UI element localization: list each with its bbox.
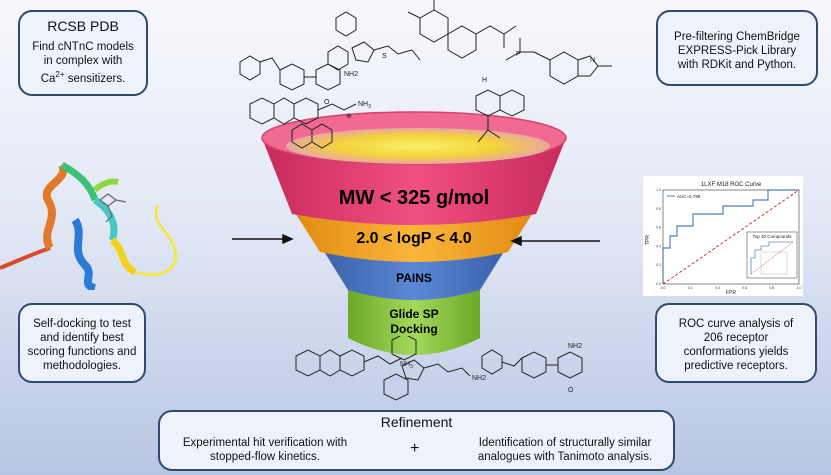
roc-analysis-box: ROC curve analysis of 206 receptor confo… [655, 303, 817, 383]
self-docking-box: Self-docking to test and identify best s… [18, 303, 146, 383]
refinement-left-text: Experimental hit verification with stopp… [182, 437, 348, 463]
funnel-label-glide-1: Glide SP [389, 307, 438, 321]
o-label-bottom: O [568, 387, 574, 394]
charge-label: ⊕ [346, 113, 352, 120]
funnel-label-mw: MW < 325 g/mol [339, 187, 490, 209]
roc-y-tick: 0.8 [656, 207, 661, 211]
roc-plot-area [662, 189, 800, 285]
roc-x-ticks: 0.0 0.2 0.4 0.6 0.8 1.0 [661, 286, 802, 290]
selfdock-line3: scoring functions and [27, 346, 137, 358]
rcsb-line3: Ca2+ sensitizers. [40, 70, 126, 85]
refinement-right-text: Identification of structurally similar a… [477, 437, 653, 463]
roc-curve [662, 189, 799, 284]
nh3-label: NH3 [358, 101, 371, 110]
roc-inset-title: Top 40 Compounds [752, 234, 792, 239]
funnel-label-pains: PAINS [396, 271, 432, 285]
svg-text:AUC=0.799: AUC=0.799 [677, 194, 701, 199]
rcsb-title: RCSB PDB [47, 18, 119, 34]
h-label: H [482, 77, 487, 84]
molecules-bottom: NH3 NH2 NH2 O [295, 336, 583, 401]
funnel-label-logp: 2.0 < logP < 4.0 [356, 230, 471, 247]
roc-y-tick: 0.0 [656, 282, 661, 286]
nh2-label-bottom: NH2 [472, 375, 486, 382]
protein-structure-image [0, 161, 178, 290]
selfdock-line4: methodologies. [43, 360, 121, 372]
roc-x-tick: 0.8 [769, 286, 774, 290]
n-label: N [590, 57, 595, 64]
rcsb-line2: in complex with [43, 55, 123, 67]
nh2-label: NH2 [344, 71, 358, 78]
molecules-top: NH3 ⊕ NH2 O P S N H [239, 0, 612, 149]
funnel-label-glide-2: Docking [390, 322, 437, 336]
roc-y-tick: 1.0 [656, 188, 661, 192]
roc-x-tick: 0.0 [661, 286, 666, 290]
roc-y-ticks: 0.0 0.2 0.4 0.6 0.8 1.0 [656, 188, 661, 286]
selfdock-line2: and identify best [40, 332, 124, 344]
roc-legend: AUC=0.799 [667, 194, 701, 199]
nh3-label-bottom: NH3 [400, 361, 413, 370]
selfdock-line1: Self-docking to test [33, 318, 131, 330]
roc-y-tick: 0.2 [656, 263, 661, 267]
right-arrow [510, 235, 600, 247]
roc-curve-chart: 1LXF M18 ROC Curve AUC=0.799 TPR FPR 0.0… [643, 176, 803, 296]
rcsb-pdb-box: RCSB PDB Find cNTnC models in complex wi… [18, 10, 148, 96]
rcsb-line1: Find cNTnC models [32, 41, 134, 53]
roc-line2: 206 receptor [703, 332, 769, 344]
refinement-title: Refinement [380, 414, 453, 430]
p-label: P [516, 51, 521, 58]
prefilter-line2: EXPRESS-Pick Library [677, 45, 797, 57]
prefilter-line3: with RDKit and Python. [677, 59, 797, 71]
roc-xlabel: FPR [726, 290, 736, 296]
roc-diagonal [662, 189, 800, 285]
s-label: S [382, 53, 387, 60]
funnel-level-glide [348, 283, 480, 355]
roc-ylabel: TPR [645, 235, 651, 245]
roc-x-tick: 0.2 [688, 286, 693, 290]
roc-x-tick: 1.0 [797, 286, 802, 290]
roc-x-tick: 0.4 [715, 286, 720, 290]
roc-line4: predictive receptors. [684, 360, 788, 372]
roc-y-tick: 0.4 [656, 244, 661, 248]
plus-sign: + [410, 440, 420, 457]
roc-line1: ROC curve analysis of [678, 318, 794, 330]
prefilter-line1: Pre-filtering ChemBridge [674, 31, 800, 43]
roc-y-tick: 0.6 [656, 226, 661, 230]
nh2-label-bottom-2: NH2 [568, 343, 582, 350]
funnel-inner [286, 128, 550, 164]
left-arrow [232, 233, 294, 245]
o-label: O [324, 99, 330, 106]
roc-x-tick: 0.6 [742, 286, 747, 290]
refinement-box: Refinement Experimental hit verification… [158, 410, 675, 471]
roc-line3: conformations yields [683, 346, 789, 358]
prefilter-box: Pre-filtering ChemBridge EXPRESS-Pick Li… [656, 10, 818, 86]
roc-title: 1LXF M18 ROC Curve [701, 182, 762, 188]
roc-inset: Top 40 Compounds [746, 231, 798, 279]
